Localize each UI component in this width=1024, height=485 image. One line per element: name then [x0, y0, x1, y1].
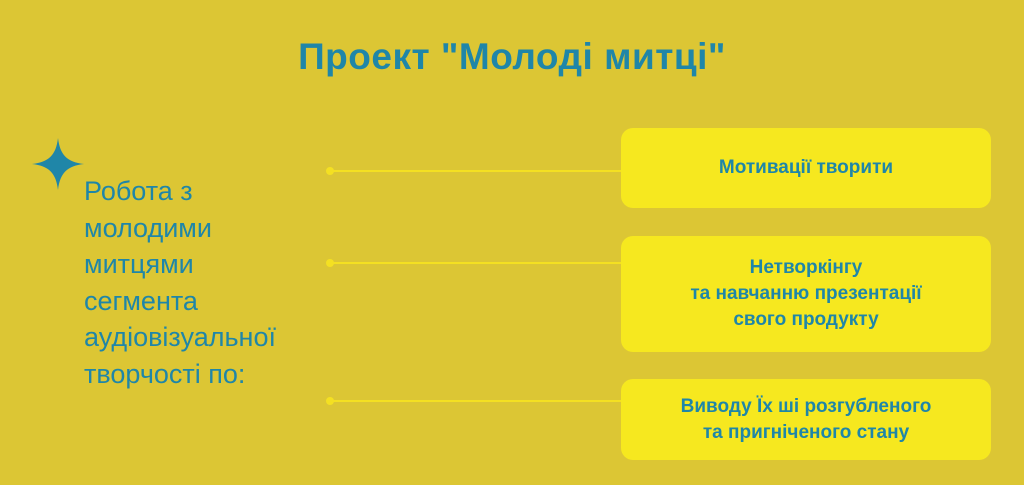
item-box-1: Мотивації творити	[621, 128, 991, 208]
four-point-star-icon	[32, 138, 84, 190]
item-box-2: Нетворкінгу та навчанню презентації свог…	[621, 236, 991, 352]
description-text: Робота з молодими митцями сегмента аудіо…	[84, 176, 276, 389]
connector-line-3	[326, 397, 622, 405]
connector-dot-1	[326, 167, 334, 175]
connector-line-2	[326, 259, 622, 267]
connector-line-1	[326, 167, 622, 175]
item-box-3: Виводу Їх ші розгубленого та пригніченог…	[621, 379, 991, 460]
item-label-1: Мотивації творити	[718, 157, 894, 178]
connector-dot-2	[326, 259, 334, 267]
item-label-3: Виводу Їх ші розгубленого та пригніченог…	[680, 395, 932, 443]
page-title: Проект "Молоді митці"	[298, 36, 726, 77]
connector-dot-3	[326, 397, 334, 405]
item-label-2: Нетворкінгу та навчанню презентації свог…	[690, 257, 922, 330]
